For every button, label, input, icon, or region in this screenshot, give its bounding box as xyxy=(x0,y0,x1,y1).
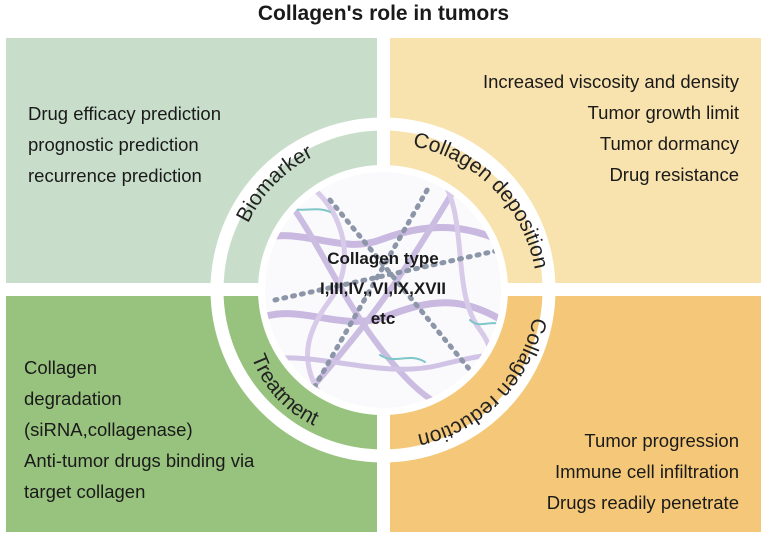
reduction-item: Immune cell infiltration xyxy=(554,461,739,482)
treatment-item: (siRNA,collagenase) xyxy=(24,419,193,440)
biomarker-item: recurrence prediction xyxy=(28,165,202,186)
treatment-item: Collagen xyxy=(24,357,98,378)
deposition-items: Increased viscosity and density Tumor gr… xyxy=(483,66,739,190)
biomarker-item: Drug efficacy prediction xyxy=(28,103,221,124)
reduction-items: Tumor progression Immune cell infiltrati… xyxy=(547,425,739,518)
reduction-item: Tumor progression xyxy=(584,430,739,451)
center-line: I,III,IV,,VI,IX,XVII xyxy=(320,279,446,298)
deposition-item: Tumor growth limit xyxy=(587,102,739,123)
deposition-item: Drug resistance xyxy=(609,164,739,185)
center-line: Collagen type xyxy=(327,249,439,268)
center-line: etc xyxy=(370,309,396,328)
treatment-item: target collagen xyxy=(24,481,146,502)
deposition-item: Increased viscosity and density xyxy=(482,71,739,92)
deposition-item: Tumor dormancy xyxy=(599,133,739,154)
biomarker-items: Drug efficacy prediction prognostic pred… xyxy=(28,98,221,191)
reduction-item: Drugs readily penetrate xyxy=(546,492,739,513)
collagen-type-label: Collagen type I,III,IV,,VI,IX,XVII etc xyxy=(283,244,483,334)
biomarker-item: prognostic prediction xyxy=(28,134,199,155)
treatment-item: Anti-tumor drugs binding via xyxy=(24,450,255,471)
page-title: Collagen's role in tumors xyxy=(257,2,510,25)
treatment-items: Collagen degradation (siRNA,collagenase)… xyxy=(24,352,254,507)
treatment-item: degradation xyxy=(24,388,122,409)
